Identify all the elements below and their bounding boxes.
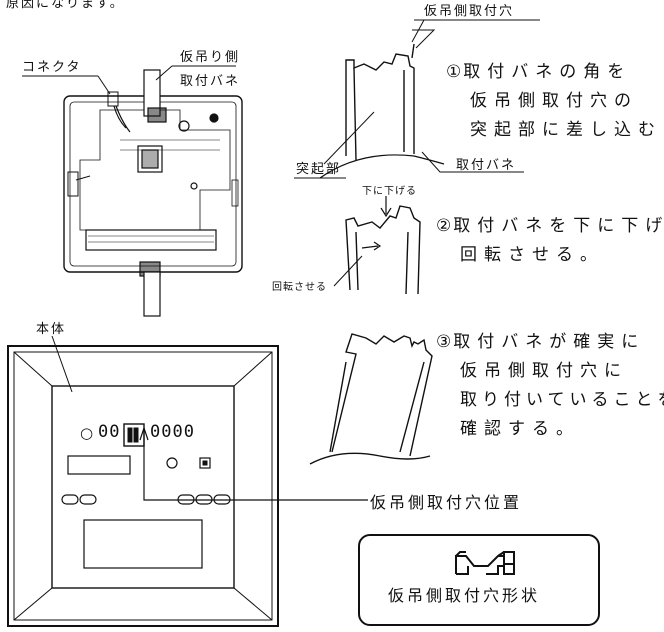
temp-spring-label-2: 取付バネ bbox=[180, 74, 241, 89]
panel-circle-1: ○ bbox=[80, 424, 94, 442]
hole-shape-box bbox=[358, 534, 600, 626]
top-note: 原因になります。 bbox=[6, 0, 125, 11]
panel-right-zeros: 0000 bbox=[150, 422, 195, 442]
unit-back-view bbox=[22, 65, 243, 317]
step2-figure bbox=[333, 196, 421, 295]
step1-figure bbox=[294, 19, 540, 179]
main-unit-front bbox=[7, 335, 368, 627]
hole-shape-icon bbox=[455, 551, 515, 575]
mount-spring-label: 取付バネ bbox=[456, 158, 517, 173]
protrusion-label: 突起部 bbox=[296, 162, 342, 177]
temp-spring-label-1: 仮吊り側 bbox=[180, 50, 241, 65]
mount-hole-label: 仮吊側取付穴 bbox=[424, 4, 515, 19]
panel-left-zeros: 00 bbox=[98, 422, 121, 442]
main-unit-label: 本体 bbox=[36, 322, 67, 337]
hole-shape-label: 仮吊側取付穴形状 bbox=[388, 586, 541, 605]
rotate-label: 回転させる bbox=[272, 282, 327, 293]
connector-label: コネクタ bbox=[22, 60, 82, 75]
step-3-text: ③取付バネが確実に 仮吊側取付穴に 取り付いていることを 確認する。 bbox=[436, 332, 664, 439]
hole-position-label: 仮吊側取付穴位置 bbox=[370, 493, 523, 512]
step-1-text: ①取付バネの角を 仮吊側取付穴の 突起部に差し込む bbox=[446, 62, 662, 140]
step3-figure bbox=[309, 333, 433, 465]
lower-label: 下に下げる bbox=[362, 186, 417, 197]
step-2-text: ②取付バネを下に下げ 回転させる。 bbox=[436, 216, 664, 265]
